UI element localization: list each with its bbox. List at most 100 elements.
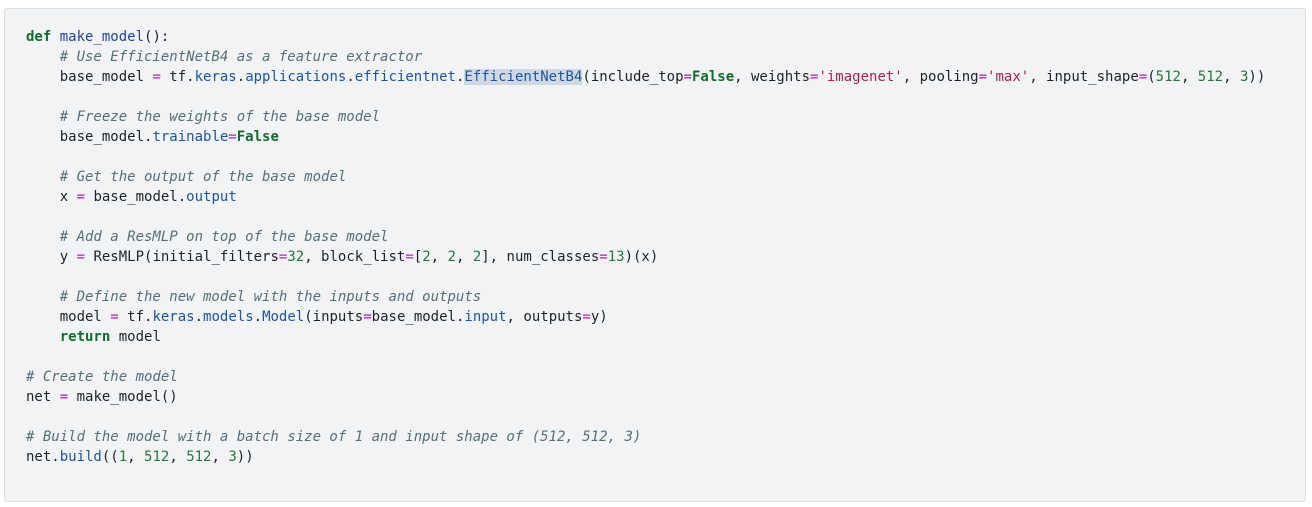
code-block[interactable]: def make_model(): # Use EfficientNetB4 a… [26, 27, 1265, 467]
code-token: 32 [287, 249, 305, 265]
code-token: 13 [607, 249, 625, 265]
code-token: False [236, 129, 279, 145]
code-comment: # Use EfficientNetB4 as a feature extrac… [59, 49, 423, 65]
code-token: = [228, 129, 237, 145]
code-line: # Use EfficientNetB4 as a feature extrac… [26, 47, 1265, 67]
code-token: keras [194, 69, 237, 85]
code-token: . [455, 69, 465, 85]
code-token: tf. [160, 69, 195, 85]
code-token: 512 [1197, 69, 1224, 85]
code-comment: # Define the new model with the inputs a… [59, 289, 482, 305]
code-token: 1 [118, 449, 128, 465]
code-token [51, 29, 59, 45]
code-token: (): [144, 29, 170, 45]
code-token: def [26, 29, 52, 45]
code-line: x = base_model.output [26, 187, 1265, 207]
code-token: = [59, 389, 69, 405]
code-token: make_model() [68, 389, 178, 405]
code-comment: # Build the model with a batch size of 1… [26, 429, 642, 445]
code-line: # Create the model [26, 367, 1265, 387]
code-token: 'max' [987, 69, 1030, 85]
code-token: base_model [26, 69, 153, 85]
code-token: 512 [144, 449, 170, 465]
code-token: 3 [228, 449, 237, 465]
code-token: , outputs [506, 309, 583, 325]
code-token [26, 229, 60, 245]
code-token: . [194, 309, 204, 325]
code-token [26, 49, 60, 65]
code-line [26, 207, 1265, 227]
code-token: 2 [447, 249, 456, 265]
code-token: (( [101, 449, 119, 465]
code-token: 512 [186, 449, 212, 465]
code-line: net = make_model() [26, 387, 1265, 407]
code-token: , [211, 449, 229, 465]
code-line: y = ResMLP(initial_filters=32, block_lis… [26, 247, 1265, 267]
code-token: = [76, 189, 86, 205]
code-token: efficientnet [354, 69, 456, 85]
code-token: , block_list [304, 249, 406, 265]
code-token: model [110, 329, 161, 345]
code-token: , input_shape [1029, 69, 1139, 85]
code-line: # Define the new model with the inputs a… [26, 287, 1265, 307]
code-line [26, 407, 1265, 427]
code-token: = [405, 249, 414, 265]
code-token: . [346, 69, 355, 85]
code-comment: # Get the output of the base model [59, 169, 347, 185]
code-line: def make_model(): [26, 27, 1265, 47]
code-token: = [1138, 69, 1148, 85]
code-line: return model [26, 327, 1265, 347]
code-token: y) [590, 309, 608, 325]
code-token: return [59, 329, 111, 345]
code-token: build [59, 449, 102, 465]
code-token: base_model. [371, 309, 465, 325]
code-token: = [363, 309, 372, 325]
code-token: base_model. [85, 189, 187, 205]
code-token: net. [26, 449, 60, 465]
code-token: keras [152, 309, 195, 325]
code-line [26, 87, 1265, 107]
code-token: ResMLP(initial_filters [85, 249, 279, 265]
code-token: (include_top [582, 69, 684, 85]
code-line [26, 267, 1265, 287]
code-comment: # Freeze the weights of the base model [59, 109, 381, 125]
code-token: = [599, 249, 608, 265]
code-token: ( [1147, 69, 1156, 85]
code-token: = [683, 69, 692, 85]
code-line: # Freeze the weights of the base model [26, 107, 1265, 127]
code-token: 2 [422, 249, 431, 265]
code-line: net.build((1, 512, 512, 3)) [26, 447, 1265, 467]
code-token: = [978, 69, 988, 85]
code-token: , [1223, 69, 1240, 85]
code-token: tf. [118, 309, 153, 325]
code-token: . [236, 69, 246, 85]
code-token: applications [245, 69, 347, 85]
code-token: , weights [734, 69, 810, 85]
code-token: , [430, 249, 448, 265]
code-token: models [203, 309, 254, 325]
code-line: base_model.trainable=False [26, 127, 1265, 147]
code-line: # Get the output of the base model [26, 167, 1265, 187]
code-token: EfficientNetB4 [464, 69, 583, 85]
code-token: , [127, 449, 145, 465]
code-token: )(x) [624, 249, 659, 265]
code-comment: # Create the model [26, 369, 178, 385]
code-token: ], num_classes [481, 249, 600, 265]
code-token: )) [236, 449, 254, 465]
code-token: , [1180, 69, 1198, 85]
code-token [26, 329, 60, 345]
code-token: = [582, 309, 591, 325]
code-line: # Add a ResMLP on top of the base model [26, 227, 1265, 247]
code-line [26, 347, 1265, 367]
code-line: base_model = tf.keras.applications.effic… [26, 67, 1265, 87]
code-token: = [76, 249, 86, 265]
code-token: (inputs [304, 309, 364, 325]
code-token: [ [413, 249, 423, 265]
code-token: = [810, 69, 819, 85]
code-token: , [169, 449, 187, 465]
code-token: , pooling [902, 69, 979, 85]
code-token: net [26, 389, 60, 405]
code-token: 'imagenet' [818, 69, 903, 85]
code-comment: # Add a ResMLP on top of the base model [59, 229, 389, 245]
code-token: make_model [59, 29, 145, 45]
